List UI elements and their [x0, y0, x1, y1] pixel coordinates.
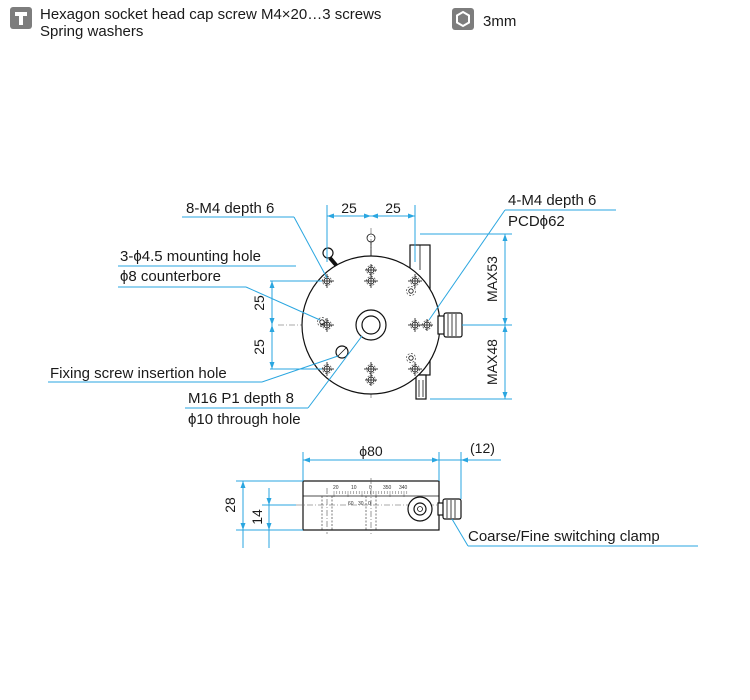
fixing-screw-hole: [335, 345, 349, 359]
side-view: 20 10 0 350 340 60 30 0: [296, 478, 462, 534]
dim-clamp-offset: (12): [470, 440, 495, 456]
label-mounting-hole-2: ϕ8 counterbore: [120, 268, 221, 285]
scale-mark: 10: [351, 485, 357, 491]
screw-description: Hexagon socket head cap screw M4×20…3 sc…: [40, 6, 381, 40]
dim-max-upper: MAX53: [484, 256, 500, 302]
dim-half-height: 14: [249, 509, 265, 525]
dim-max-lower: MAX48: [484, 339, 500, 385]
washer-line: Spring washers: [40, 23, 144, 40]
scale-mark: 0: [368, 501, 371, 507]
scale-mark: 30: [358, 501, 364, 507]
label-pcd-1: 4-M4 depth 6: [508, 192, 596, 209]
scale-mark: 0: [369, 485, 372, 491]
cap-screw-icon: [10, 7, 32, 29]
screw-line: Hexagon socket head cap screw M4×20…3 sc…: [40, 6, 382, 23]
scale-mark: 60: [348, 501, 354, 507]
label-clamp: Coarse/Fine switching clamp: [468, 528, 660, 545]
clamp-knob-side: [407, 496, 462, 522]
top-view-dimensions: 25 25 25 25 MAX53 MAX48: [251, 200, 512, 400]
label-m4-holes: 8-M4 depth 6: [186, 200, 274, 217]
top-view: [278, 228, 500, 400]
dim-side-lower: 25: [251, 339, 267, 355]
accessories-header: Hexagon socket head cap screw M4×20…3 sc…: [9, 6, 749, 42]
label-center-hole-1: M16 P1 depth 8: [188, 390, 294, 407]
hex-key-size: 3mm: [483, 13, 517, 30]
angle-scale: 20 10 0 350 340 60 30 0: [333, 485, 408, 507]
scale-mark: 20: [333, 485, 339, 491]
label-center-hole-2: ϕ10 through hole: [188, 411, 301, 428]
hex-key-icon: [452, 8, 474, 30]
scale-mark: 350: [383, 485, 392, 491]
dim-height: 28: [222, 497, 238, 513]
center-bore-inner: [361, 315, 381, 335]
label-mounting-hole-1: 3-ϕ4.5 mounting hole: [120, 248, 261, 265]
label-fixing-screw: Fixing screw insertion hole: [50, 365, 227, 382]
scale-mark: 340: [399, 485, 408, 491]
dim-side-upper: 25: [251, 295, 267, 311]
dim-top-right: 25: [385, 200, 401, 216]
m4-holes: [320, 264, 433, 386]
top-view-callouts: 8-M4 depth 6 3-ϕ4.5 mounting hole ϕ8 cou…: [48, 192, 616, 428]
dim-diameter: ϕ80: [359, 443, 383, 459]
clamp-knob-top: [437, 312, 463, 338]
clamp-callout: Coarse/Fine switching clamp: [451, 518, 698, 547]
label-pcd-2: PCDϕ62: [508, 213, 565, 230]
dim-top-left: 25: [341, 200, 357, 216]
mounting-holes: [317, 286, 416, 363]
side-view-dimensions: ϕ80 (12) 28 14: [222, 440, 501, 548]
